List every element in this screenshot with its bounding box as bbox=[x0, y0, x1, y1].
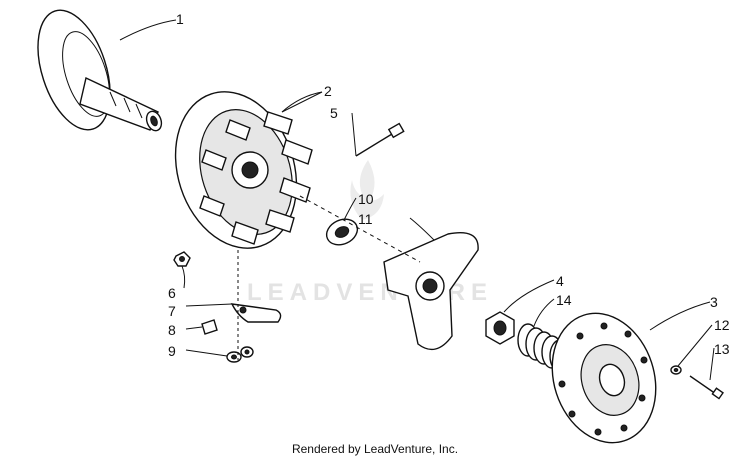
part-2-movable-sheave bbox=[174, 91, 313, 249]
callout-7: 7 bbox=[168, 303, 176, 319]
part-4-hex-nut bbox=[485, 311, 515, 345]
leader-lines bbox=[119, 19, 715, 381]
callout-3: 3 bbox=[710, 294, 718, 310]
watermark-text: LEADVENTURE bbox=[247, 279, 493, 306]
part-1-fixed-sheave bbox=[37, 9, 163, 132]
callout-12: 12 bbox=[714, 317, 730, 333]
callout-4: 4 bbox=[556, 273, 564, 289]
part-9-washers bbox=[226, 346, 254, 363]
part-5-bolt bbox=[355, 122, 405, 157]
callout-14: 14 bbox=[556, 292, 572, 308]
callout-10: 10 bbox=[358, 191, 374, 207]
callout-1: 1 bbox=[176, 11, 184, 27]
callout-9: 9 bbox=[168, 343, 176, 359]
part-13-bolt bbox=[689, 375, 724, 400]
callout-2: 2 bbox=[324, 83, 332, 99]
part-3-cover bbox=[551, 312, 657, 444]
credit-footer: Rendered by LeadVenture, Inc. bbox=[291, 442, 459, 456]
part-6-nut bbox=[173, 251, 191, 267]
part-12-washer bbox=[670, 365, 682, 375]
callout-13: 13 bbox=[714, 341, 730, 357]
callout-11: 11 bbox=[358, 211, 373, 227]
callouts: 1 2 3 4 5 6 7 8 9 10 11 12 13 14 bbox=[168, 11, 730, 359]
part-8-bushing bbox=[201, 319, 218, 335]
callout-8: 8 bbox=[168, 322, 176, 338]
part-10-washer bbox=[325, 218, 359, 246]
callout-6: 6 bbox=[168, 285, 176, 301]
part-11-spider bbox=[383, 232, 479, 351]
part-7-weight-arm bbox=[230, 303, 282, 323]
callout-5: 5 bbox=[330, 105, 338, 121]
